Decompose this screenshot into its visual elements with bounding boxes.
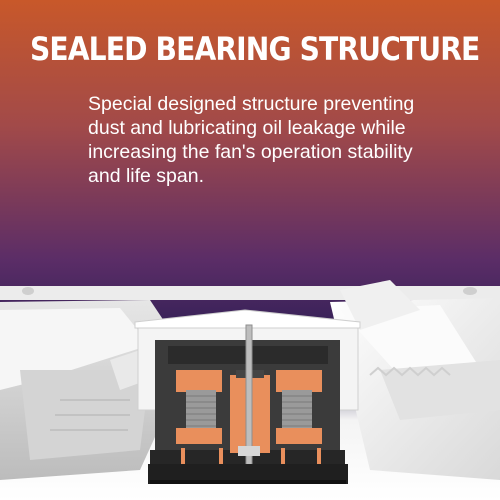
bearing-shaft [245, 324, 253, 466]
description-line: and life span. [88, 165, 205, 187]
description-text: Special designed structure preventing du… [88, 92, 488, 188]
fan-bearing-cross-section-icon [0, 280, 500, 484]
description-line: Special designed structure preventing [88, 93, 415, 115]
page-title: SEALED BEARING STRUCTURE [30, 30, 480, 68]
base-plate [148, 464, 348, 484]
description-line: increasing the fan's operation stability [88, 141, 413, 163]
fan-frame [0, 286, 500, 300]
description-line: dust and lubricating oil leakage while [88, 117, 406, 139]
